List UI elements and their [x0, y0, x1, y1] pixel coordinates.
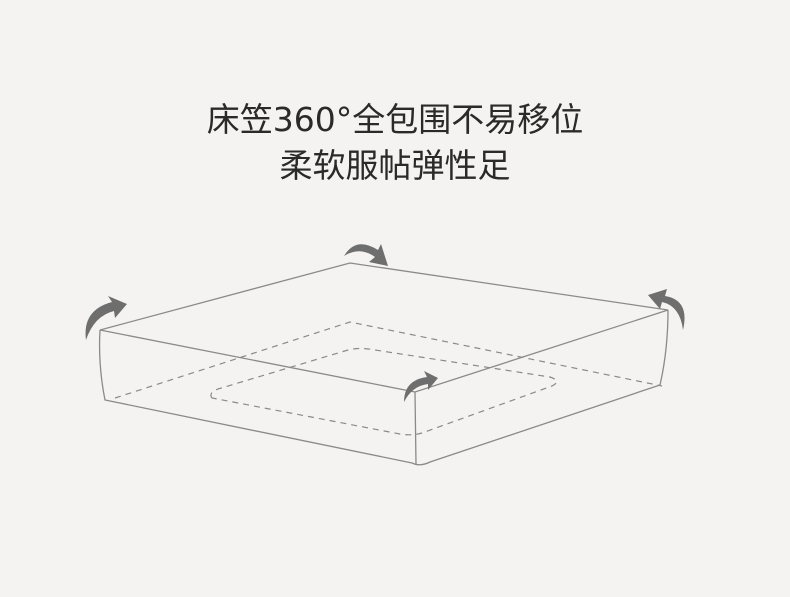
headline-line-1: 床笠360°全包围不易移位: [206, 100, 584, 139]
mattress-outline: [98, 262, 669, 466]
mattress-sides: [98, 309, 669, 466]
wrap-arrow-icon: [85, 296, 127, 340]
wrap-arrow-icon: [648, 289, 685, 330]
headline-line-2: 柔软服帖弹性足: [279, 146, 511, 185]
hidden-edges: [114, 321, 663, 436]
wrap-arrows: [85, 244, 685, 402]
wrap-arrow-icon: [404, 371, 438, 402]
front-corner-edge: [414, 391, 417, 466]
wrap-arrow-icon: [344, 244, 388, 266]
mattress-top-face: [99, 262, 669, 393]
bottom-hidden-edge: [114, 321, 663, 399]
sheet-inner-outline: [210, 347, 558, 436]
